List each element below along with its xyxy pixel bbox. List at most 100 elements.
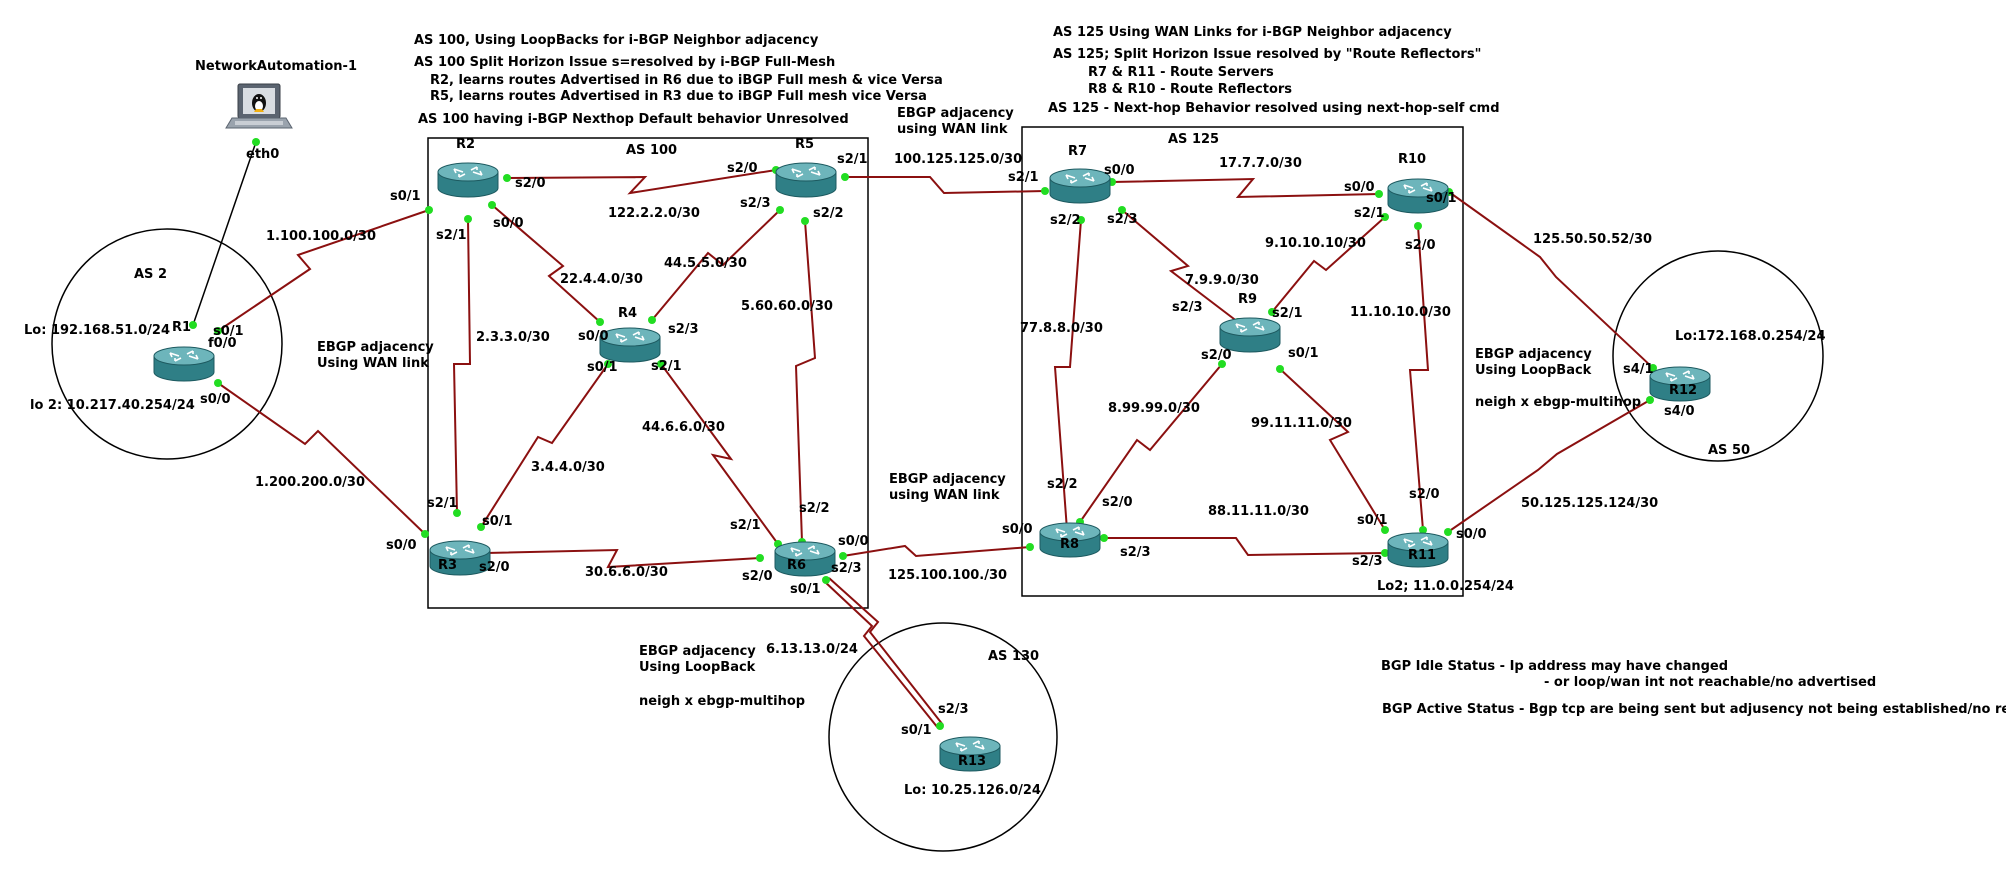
router-r2[interactable] [437, 162, 499, 198]
host-networkautomation[interactable]: NetworkAutomation-1 eth0 [195, 59, 357, 162]
port-label: s0/1 [901, 723, 932, 738]
subnet-r7-r8: 77.8.8.0/30 [1020, 321, 1103, 336]
area-labels: AS 2 AS 100 AS 125 AS 50 AS 130 [134, 132, 1750, 664]
link-r2-r5[interactable] [506, 169, 777, 195]
endpoint-dot [1381, 549, 1389, 557]
port-label: s2/1 [730, 518, 761, 533]
as130-label: AS 130 [988, 649, 1039, 664]
subnet-r11-r12: 50.125.125.124/30 [1521, 496, 1658, 511]
port-label: s2/0 [1102, 495, 1133, 510]
link-r7-r9[interactable] [1121, 209, 1239, 323]
port-label: s4/0 [1664, 404, 1695, 419]
endpoint-dot [1218, 360, 1226, 368]
port-label: s0/0 [1344, 180, 1375, 195]
endpoint-dot [252, 138, 260, 146]
link-r1-r2[interactable] [217, 209, 430, 332]
endpoint-dot [421, 530, 429, 538]
port-label: s2/3 [1172, 300, 1203, 315]
port-label: s2/0 [1405, 238, 1436, 253]
port-label: s2/0 [479, 560, 510, 575]
link-r4-r6[interactable] [660, 363, 779, 545]
router-r10-name: R10 [1398, 152, 1426, 167]
port-label: s2/3 [1120, 545, 1151, 560]
port-label: s0/0 [493, 216, 524, 231]
link-r7-r8[interactable] [1053, 219, 1082, 531]
port-label: s0/1 [1288, 346, 1319, 361]
subnet-r2-r4: 22.4.4.0/30 [560, 272, 643, 287]
subnet-r2-r5: 122.2.2.0/30 [608, 206, 700, 221]
endpoint-dot [1649, 364, 1657, 372]
endpoint-dot [1041, 187, 1049, 195]
router-r1[interactable] [153, 346, 215, 382]
subnet-r10-r11: 11.10.10.0/30 [1350, 305, 1451, 320]
subnet-r4-r3: 3.4.4.0/30 [531, 460, 605, 475]
link-r5-r6[interactable] [794, 220, 817, 543]
subnet-r5-r6: 5.60.60.0/30 [741, 299, 833, 314]
link-r10-r12[interactable] [1448, 191, 1654, 369]
link-r4-r3[interactable] [480, 363, 609, 528]
endpoint-dot [1444, 528, 1452, 536]
endpoint-dot [1276, 365, 1284, 373]
link-r6-r13-b[interactable] [828, 577, 944, 726]
link-r11-r12[interactable] [1447, 399, 1651, 533]
port-label: s2/2 [1050, 213, 1081, 228]
endpoint-dot [648, 316, 656, 324]
endpoint-dot [1381, 526, 1389, 534]
as125-note-3: R7 & R11 - Route Servers [1088, 65, 1274, 80]
link-r5-r7[interactable] [845, 176, 1046, 195]
router-r5[interactable] [775, 162, 837, 198]
link-r2-r4[interactable] [491, 204, 601, 323]
endpoint-dot [1268, 308, 1276, 316]
endpoint-dot [214, 327, 222, 335]
link-r8-r11[interactable] [1104, 537, 1386, 557]
as125-note-1: AS 125 Using WAN Links for i-BGP Neighbo… [1053, 25, 1452, 40]
endpoint-dot [596, 318, 604, 326]
link-r3-r6[interactable] [485, 548, 761, 569]
router-r3-name: R3 [438, 558, 457, 573]
router-r7[interactable] [1049, 168, 1111, 204]
subnet-r10-r12: 125.50.50.52/30 [1533, 232, 1652, 247]
port-label: s0/0 [578, 329, 609, 344]
subnet-r7-r10: 17.7.7.0/30 [1219, 156, 1302, 171]
port-label: s0/0 [200, 392, 231, 407]
subnet-r5-r7: 100.125.125.0/30 [894, 152, 1022, 167]
ebgp-wan-mid-1: EBGP adjacency [889, 472, 1006, 487]
as100-box [427, 137, 869, 609]
as100-note-5: AS 100 having i-BGP Nexthop Default beha… [418, 112, 849, 127]
port-label: s2/1 [436, 228, 467, 243]
port-label: s2/1 [1008, 170, 1039, 185]
subnet-r2-r3: 2.3.3.0/30 [476, 330, 550, 345]
port-label: s2/2 [799, 501, 830, 516]
as100-note-1: AS 100, Using LoopBacks for i-BGP Neighb… [414, 33, 819, 48]
router-r9[interactable] [1219, 317, 1281, 353]
subnet-r3-r6: 30.6.6.0/30 [585, 565, 668, 580]
ebgp-wan-left-2: Using WAN link [317, 356, 429, 371]
link-r9-r8[interactable] [1079, 363, 1223, 523]
host-name: NetworkAutomation-1 [195, 59, 357, 74]
bgp-idle-status-2: - or loop/wan int not reachable/no adver… [1544, 675, 1876, 690]
port-labels: s0/1 f0/0 s0/0 s0/1 s2/0 s2/1 s0/0 s2/0 … [200, 152, 1695, 738]
router-r4[interactable] [599, 327, 661, 363]
ebgp-wan-top-2: using WAN link [897, 122, 1008, 137]
host-link[interactable] [192, 141, 257, 326]
port-label: s2/1 [427, 496, 458, 511]
link-r10-r11[interactable] [1408, 225, 1430, 531]
port-label: s2/3 [668, 322, 699, 337]
as100-note-2: AS 100 Split Horizon Issue s=resolved by… [414, 55, 835, 70]
port-label: s4/1 [1623, 362, 1654, 377]
link-r2-r3[interactable] [452, 218, 472, 514]
port-label: s2/3 [740, 196, 771, 211]
subnet-r6-r13: 6.13.13.0/24 [766, 642, 858, 657]
link-r10-r9[interactable] [1271, 216, 1386, 313]
link-r5-r4[interactable] [651, 209, 781, 321]
link-r6-r8[interactable] [842, 544, 1031, 558]
link-r6-r13-a[interactable] [823, 580, 939, 729]
interface-dots [189, 138, 1657, 730]
link-r1-r3[interactable] [217, 382, 426, 535]
link-r7-r10[interactable] [1111, 177, 1380, 199]
endpoint-dot [1419, 526, 1427, 534]
router-r9-name: R9 [1238, 292, 1257, 307]
port-label: s0/1 [213, 324, 244, 339]
link-r9-r11[interactable] [1279, 368, 1386, 531]
